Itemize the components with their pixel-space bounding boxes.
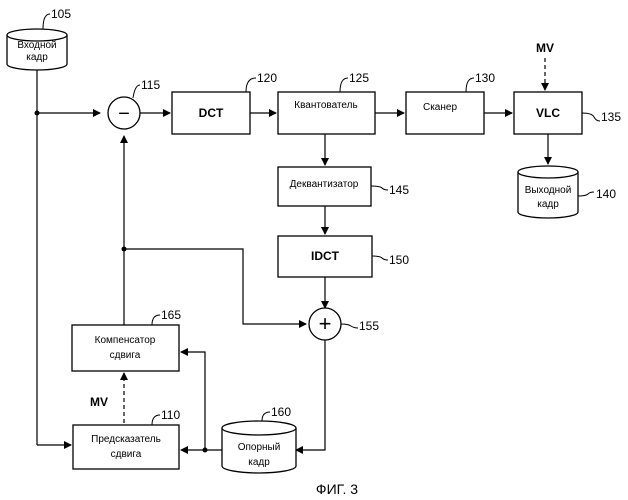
motion-predictor-label-line1: Предсказатель <box>91 434 161 445</box>
figure-caption: ФИГ. 3 <box>316 481 358 497</box>
mv-label-top: MV <box>536 41 554 55</box>
motion-compensator-ref-leader <box>152 315 160 325</box>
adder-ref: 155 <box>359 319 379 333</box>
reference-frame-top <box>222 421 296 435</box>
input-frame-label-line1: Входной <box>17 40 56 51</box>
adder-node: + 155 <box>309 308 379 340</box>
input-frame-ref-leader <box>43 14 50 29</box>
scanner-ref-leader <box>466 78 474 92</box>
output-frame-label-line2: кадр <box>537 199 559 210</box>
motion-compensator-ref: 165 <box>161 308 181 322</box>
dequantizer-ref: 145 <box>389 183 409 197</box>
motion-compensator-label-line1: Компенсатор <box>95 335 156 346</box>
adder-symbol: + <box>319 311 332 336</box>
vlc-ref: 135 <box>601 110 621 124</box>
input-junction-dot <box>35 111 40 116</box>
dct-block: DCT 120 <box>172 71 277 134</box>
reference-frame-ref: 160 <box>271 405 291 419</box>
motion-predictor-block: Предсказатель сдвига 110 MV <box>73 395 180 469</box>
quantizer-ref-leader <box>340 78 348 92</box>
scanner-box <box>406 92 484 134</box>
reference-frame-ref-leader <box>262 412 270 421</box>
vlc-block: VLC 135 MV <box>514 41 621 134</box>
quantizer-ref: 125 <box>349 71 369 85</box>
motion-predictor-ref-leader <box>152 415 160 425</box>
scanner-label: Сканер <box>423 102 457 113</box>
dct-ref: 120 <box>257 71 277 85</box>
input-frame-storage: Входной кадр 105 <box>7 7 71 70</box>
subtractor-ref-leader <box>133 85 140 98</box>
output-frame-storage: Выходной кадр 140 <box>518 166 616 218</box>
subtractor-node: − 115 <box>108 78 160 129</box>
vlc-ref-leader <box>582 113 600 121</box>
reference-frame-storage: Опорный кадр 160 <box>222 405 296 473</box>
quantizer-label: Квантователь <box>294 100 357 111</box>
idct-ref: 150 <box>389 253 409 267</box>
motion-compensator-label-line2: сдвига <box>110 350 141 361</box>
dequantizer-label: Деквантизатор <box>290 179 359 190</box>
idct-block: IDCT 150 <box>278 236 409 277</box>
reference-junction-dot <box>203 448 208 453</box>
idct-label: IDCT <box>311 249 340 263</box>
scanner-ref: 130 <box>475 71 495 85</box>
reference-frame-label-line2: кадр <box>248 457 270 468</box>
input-frame-ref: 105 <box>51 7 71 21</box>
output-frame-top <box>518 166 578 178</box>
reference-to-compensator-arrow <box>181 352 222 450</box>
adder-to-reference-arrow <box>296 340 325 450</box>
output-frame-ref-leader <box>578 192 594 196</box>
quantizer-block: Квантователь 125 <box>278 71 375 134</box>
subtractor-symbol: − <box>118 103 130 125</box>
dequantizer-block: Деквантизатор 145 <box>278 167 409 206</box>
dct-ref-leader <box>246 78 256 92</box>
input-frame-label-line2: кадр <box>26 52 48 63</box>
vlc-label: VLC <box>536 106 560 120</box>
output-frame-ref: 140 <box>596 187 616 201</box>
output-frame-label-line1: Выходной <box>525 185 572 196</box>
dequantizer-ref-leader <box>371 186 388 190</box>
mv-label-left: MV <box>90 395 108 409</box>
feedback-junction-dot <box>122 247 127 252</box>
quantizer-box <box>278 92 375 134</box>
subtractor-ref: 115 <box>141 78 160 92</box>
motion-predictor-box <box>73 425 179 469</box>
adder-ref-leader <box>341 324 358 328</box>
motion-compensator-block: Компенсатор сдвига 165 <box>72 308 181 371</box>
motion-predictor-label-line2: сдвига <box>111 449 142 460</box>
scanner-block: Сканер 130 <box>406 71 495 134</box>
idct-ref-leader <box>372 256 388 260</box>
motion-predictor-ref: 110 <box>161 408 180 422</box>
motion-compensator-box <box>72 325 179 371</box>
reference-frame-label-line1: Опорный <box>238 442 281 453</box>
dct-label: DCT <box>199 106 224 120</box>
